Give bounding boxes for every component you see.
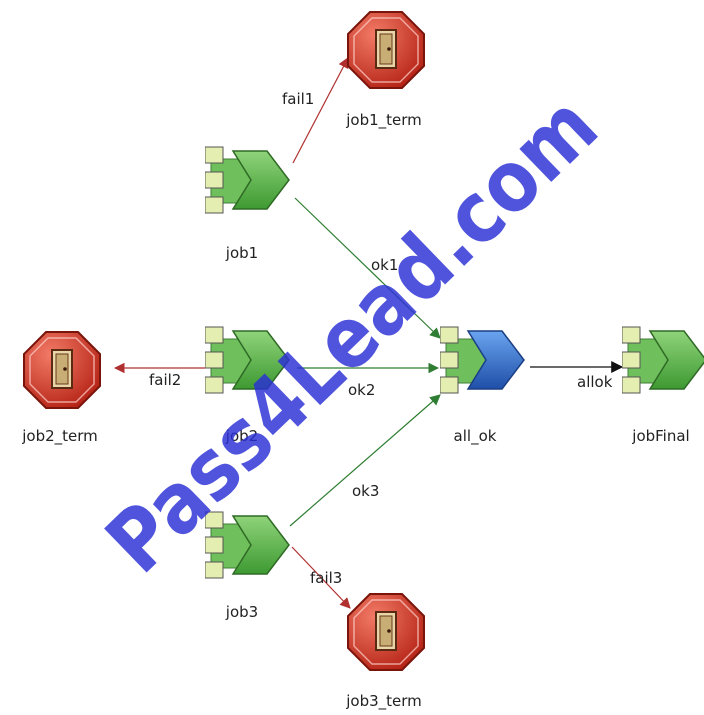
node-jobfinal-label: jobFinal <box>631 427 689 445</box>
node-all-ok[interactable]: all_ok <box>440 326 525 446</box>
link-ok3[interactable] <box>289 394 441 527</box>
node-job3[interactable]: job3 <box>205 511 290 621</box>
link-ok3-label: ok3 <box>352 482 379 500</box>
link-fail1[interactable] <box>292 57 349 164</box>
node-job2-term-label: job2_term <box>21 427 98 446</box>
node-job1-term-label: job1_term <box>345 111 422 130</box>
link-fail3[interactable] <box>291 546 351 609</box>
node-job3-term-label: job3_term <box>345 692 422 711</box>
link-ok2-label: ok2 <box>348 381 375 399</box>
stop-icon <box>347 593 425 671</box>
watermark-text: Pass4Lead.com <box>88 77 616 592</box>
link-fail2-label: fail2 <box>149 371 181 389</box>
node-jobfinal[interactable]: jobFinal <box>622 326 704 445</box>
link-fail1-label: fail1 <box>282 90 314 108</box>
node-job3-term[interactable]: job3_term <box>345 593 425 711</box>
links-layer <box>113 57 624 609</box>
watermark: Pass4Lead.com <box>88 77 616 592</box>
link-ok1-label: ok1 <box>371 256 398 274</box>
job-icon <box>205 146 290 214</box>
link-ok1[interactable] <box>294 197 441 339</box>
all-ok-icon <box>440 326 525 394</box>
node-job1[interactable]: job1 <box>205 146 290 262</box>
node-job1-label: job1 <box>225 244 258 262</box>
link-allok-label: allok <box>577 373 613 391</box>
node-job2[interactable]: job2 <box>205 326 290 445</box>
node-job3-label: job3 <box>225 603 258 621</box>
node-all-ok-label: all_ok <box>454 427 497 446</box>
stop-icon <box>23 331 101 409</box>
node-job2-term[interactable]: job2_term <box>21 331 101 446</box>
link-fail3-label: fail3 <box>310 569 342 587</box>
link-labels: fail1 fail2 fail3 ok1 ok2 ok3 allok <box>149 90 613 587</box>
job-icon <box>622 326 704 394</box>
node-job1-term[interactable]: job1_term <box>345 11 425 130</box>
stop-icon <box>347 11 425 89</box>
node-job2-label: job2 <box>225 427 258 445</box>
